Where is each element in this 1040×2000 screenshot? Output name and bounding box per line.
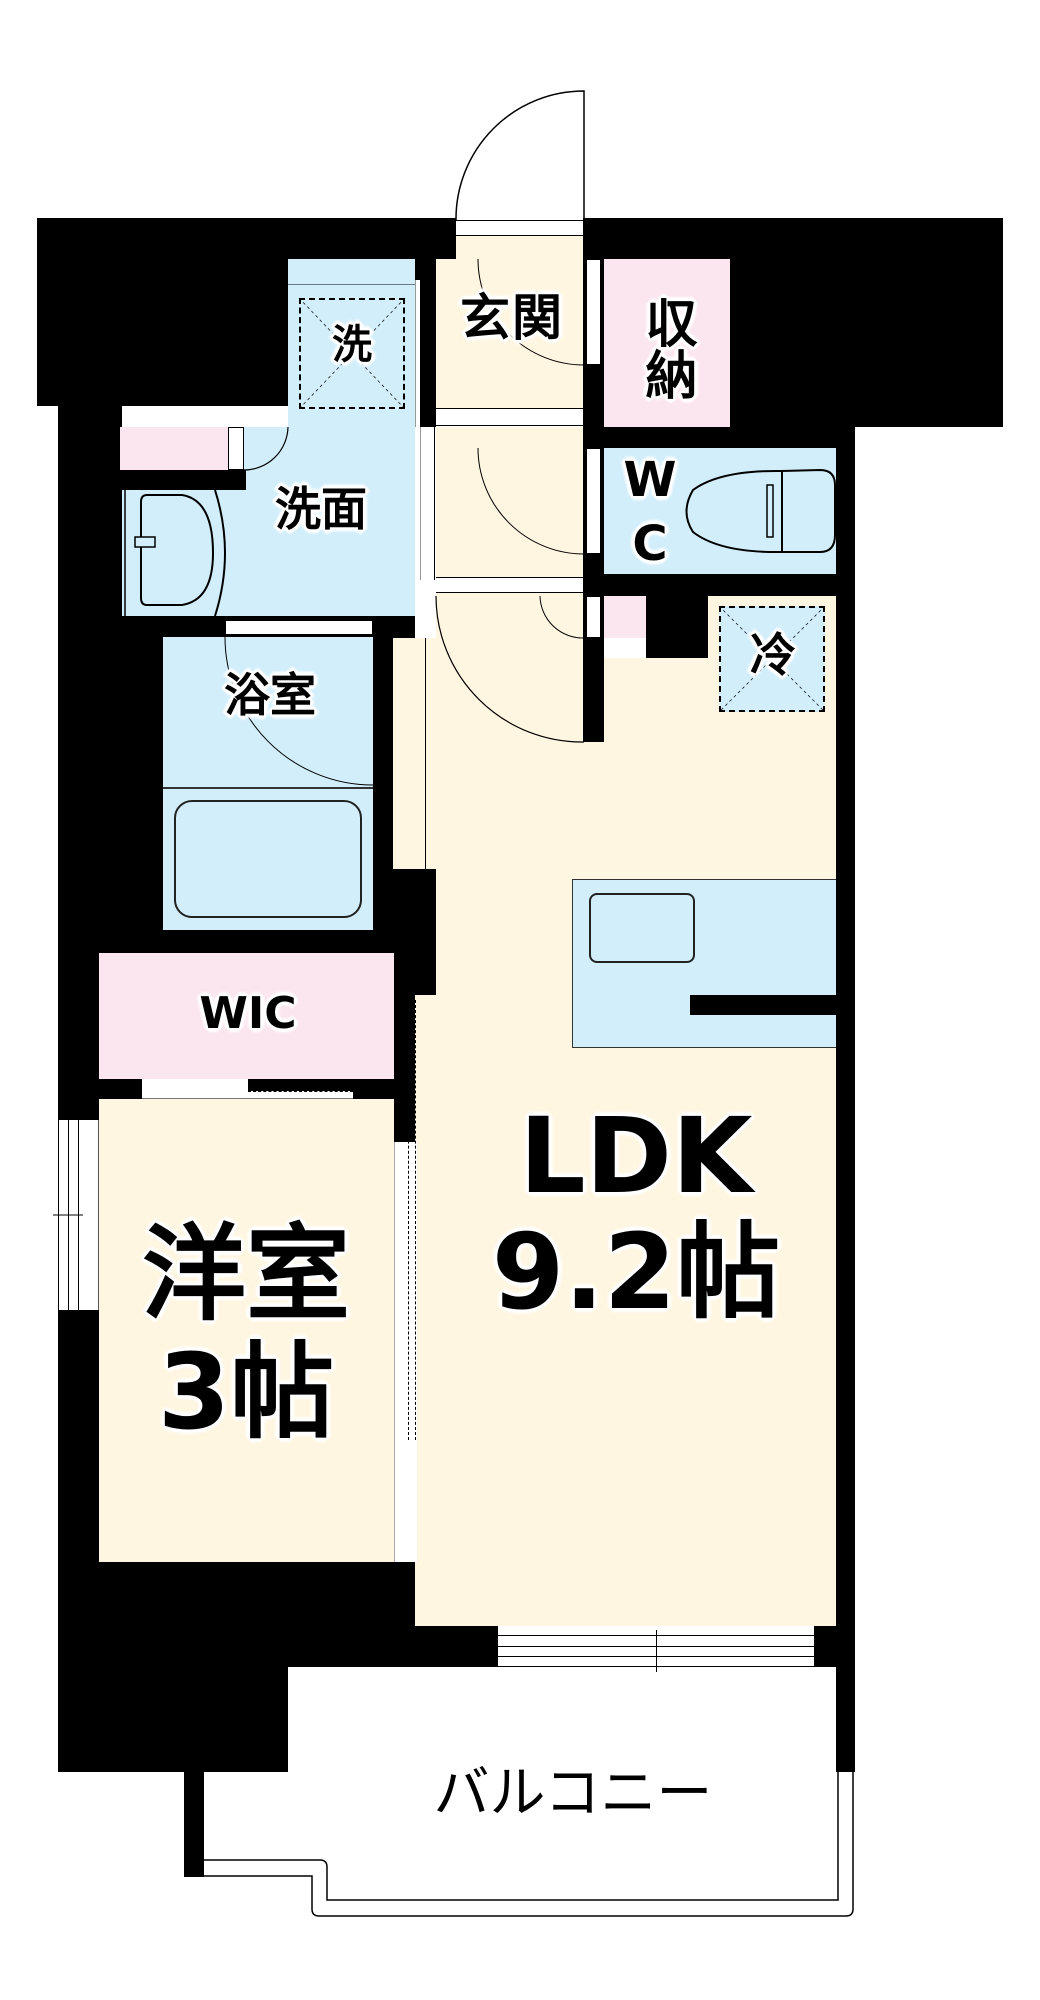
bathroom-door[interactable] (225, 620, 373, 635)
washroom-hall-strip (415, 280, 420, 427)
room-hallway-upper (436, 427, 583, 577)
storage-door[interactable] (586, 259, 601, 365)
wall-bottom-left (58, 1562, 415, 1667)
label-storage: 収納 (636, 296, 696, 400)
wall-balcony-left-block (58, 1667, 288, 1772)
washroom-shelf (120, 427, 228, 470)
washroom-sliding-strip[interactable] (420, 427, 435, 580)
wall-bottom-sill (415, 1626, 498, 1667)
room-western (99, 1099, 394, 1562)
label-wic: WIC (199, 988, 297, 1039)
wic-sliding-door[interactable] (248, 1091, 353, 1099)
room-laundry (288, 259, 415, 427)
wall-fridge-block (646, 596, 708, 658)
room-hallway-lower (436, 593, 583, 743)
bathtub (174, 800, 362, 918)
wall-top-center (288, 218, 456, 259)
room-ldk-left (415, 995, 436, 1626)
wall-hall-right (583, 427, 836, 448)
hall-side-strip (393, 638, 436, 869)
label-laundry: 洗 (332, 322, 372, 368)
ldk-sliding-door[interactable] (394, 1142, 417, 1562)
balcony-window-mullion (656, 1630, 657, 1672)
small-storage (604, 596, 646, 638)
laundry-shelf-line (288, 284, 415, 285)
room-wic (99, 953, 394, 1079)
label-ldk-size: 9.2帖 (491, 1211, 781, 1333)
label-bathroom: 浴室 (224, 668, 316, 722)
wall-column-ldk (393, 869, 436, 995)
wall-washroom-left (58, 427, 120, 616)
bath-divider (163, 787, 373, 789)
label-western-room-size: 3帖 (157, 1331, 335, 1453)
washroom-door[interactable] (228, 427, 244, 470)
label-western-room: 洋室 (141, 1213, 350, 1335)
label-fridge: 冷 (750, 628, 796, 682)
closet-door-small[interactable] (586, 596, 601, 638)
wall-top-left-block (37, 218, 288, 406)
label-entrance: 玄関 (460, 289, 564, 347)
hall-door-strip[interactable] (436, 577, 583, 593)
kitchen-sink (589, 893, 695, 963)
entrance-step (436, 408, 583, 426)
entrance-floor (456, 236, 583, 259)
label-wc-c: C (632, 516, 668, 572)
room-entrance (436, 259, 583, 408)
washing-machine-pan (299, 298, 405, 409)
kitchen-partition (690, 995, 836, 1015)
balcony-left-post (184, 1772, 204, 1877)
wic-door[interactable] (142, 1079, 248, 1099)
label-wc-w: W (623, 452, 677, 508)
entrance-door-sill[interactable] (456, 220, 583, 236)
label-ldk: LDK (519, 1095, 753, 1217)
hall-side-line (425, 638, 426, 869)
wall-bottom-right-sill (814, 1626, 855, 1667)
ldk-sliding-door-track (408, 1000, 416, 1440)
label-washroom: 洗面 (275, 482, 367, 536)
kitchen-counter (572, 879, 836, 1048)
wall-washroom-shelf (120, 470, 246, 490)
wall-wc-bottom (604, 574, 836, 596)
wall-entrance-left (415, 259, 436, 427)
wc-door[interactable] (586, 448, 601, 554)
wall-right-outer (836, 427, 855, 1772)
room-storage (604, 259, 730, 427)
room-bathroom (163, 637, 373, 930)
label-balcony: バルコニー (433, 1761, 713, 1826)
